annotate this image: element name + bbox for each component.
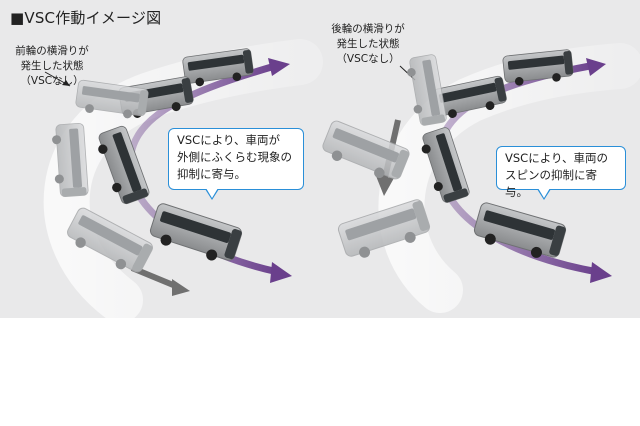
ghost-bus-icon bbox=[322, 120, 410, 180]
ghost-bus-icon bbox=[52, 122, 89, 198]
bus-icon bbox=[502, 49, 574, 86]
left-note-line-1: 前輪の横滑りが bbox=[15, 45, 89, 57]
diagram-title: ■VSC作動イメージ図 bbox=[10, 9, 162, 27]
left-vsc-arrowhead bbox=[270, 262, 292, 283]
right-callout-line-2: スピンの抑制に寄与。 bbox=[505, 168, 597, 199]
bus-icon bbox=[98, 125, 150, 205]
right-note-line-3: （VSCなし） bbox=[336, 53, 400, 65]
diagram-artwork bbox=[43, 39, 640, 318]
left-note-line-2: 発生した状態 bbox=[20, 60, 84, 72]
right-note-line-1: 後輪の横滑りが bbox=[331, 23, 405, 35]
ghost-bus-icon bbox=[75, 79, 149, 119]
right-note: 後輪の横滑りが 発生した状態 （VSCなし） bbox=[322, 22, 414, 67]
left-callout-line-2: 外側にふくらむ現象の bbox=[177, 150, 292, 164]
bus-icon bbox=[149, 203, 243, 261]
ghost-bus-icon bbox=[407, 54, 447, 126]
vsc-diagram: ■VSC作動イメージ図 前輪の横滑りが 発生した状態 （VSCなし） 後輪の横滑… bbox=[0, 0, 640, 318]
left-vsc-arrowhead-top bbox=[268, 58, 290, 76]
right-callout: VSCにより、車両の スピンの抑制に寄与。 bbox=[496, 146, 626, 200]
left-callout: VSCにより、車両が 外側にふくらむ現象の 抑制に寄与。 bbox=[168, 128, 304, 200]
left-callout-line-1: VSCにより、車両が bbox=[177, 133, 281, 147]
left-note: 前輪の横滑りが 発生した状態 （VSCなし） bbox=[8, 44, 96, 89]
left-callout-line-3: 抑制に寄与。 bbox=[177, 167, 246, 181]
bus-icon bbox=[421, 127, 470, 203]
bus-icon bbox=[182, 48, 254, 87]
bus-icon bbox=[473, 202, 567, 258]
ghost-bus-icon bbox=[67, 207, 153, 273]
bus-icon bbox=[433, 75, 507, 119]
right-note-line-2: 発生した状態 bbox=[336, 38, 400, 50]
left-note-line-3: （VSCなし） bbox=[20, 75, 84, 87]
right-callout-line-1: VSCにより、車両の bbox=[505, 151, 609, 165]
ghost-bus-icon bbox=[337, 199, 431, 258]
